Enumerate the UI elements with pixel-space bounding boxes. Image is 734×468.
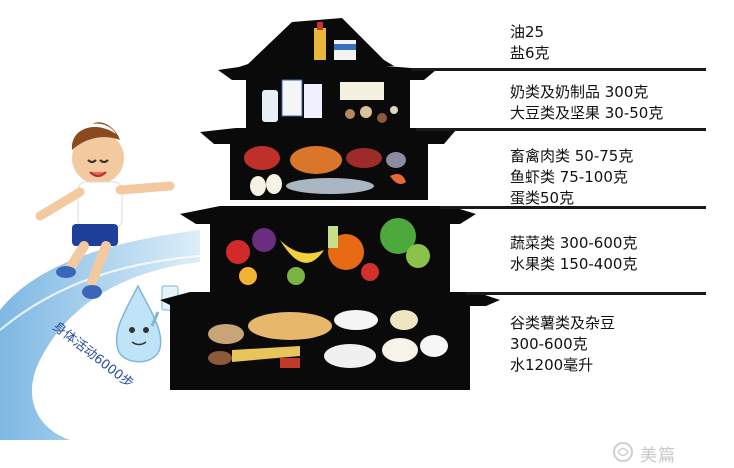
watermark-text: 美篇 <box>640 446 676 466</box>
label-meat: 畜禽肉类 50-75克 <box>510 147 634 165</box>
label-soy-nuts: 大豆类及坚果 30-50克 <box>510 104 664 122</box>
label-salt: 盐6克 <box>510 44 550 62</box>
label-vegetables: 蔬菜类 300-600克 <box>510 234 638 252</box>
watermark-logo-icon <box>613 442 633 462</box>
label-dairy: 奶类及奶制品 300克 <box>510 83 649 101</box>
running-boy <box>35 122 175 299</box>
vegetable-fruit-icon <box>226 218 430 285</box>
label-grains-amount: 300-600克 <box>510 335 588 353</box>
oil-bottle-icon <box>314 22 356 60</box>
label-water: 水1200毫升 <box>510 356 594 374</box>
label-egg: 蛋类50克 <box>510 189 575 207</box>
label-grains: 谷类薯类及杂豆 <box>510 314 616 332</box>
water-drop-character <box>115 284 179 363</box>
grains-and-water-icon <box>208 310 448 368</box>
tier-divider-lines <box>412 68 706 295</box>
serving-labels: 油25 盐6克 奶类及奶制品 300克 大豆类及坚果 30-50克 畜禽肉类 5… <box>510 0 734 468</box>
meat-fish-egg-icon <box>244 146 406 196</box>
label-fruit: 水果类 150-400克 <box>510 255 638 273</box>
dairy-and-nuts-icon <box>262 79 398 123</box>
label-fish: 鱼虾类 75-100克 <box>510 168 628 186</box>
label-oil: 油25 <box>510 23 545 41</box>
walking-path <box>0 230 200 440</box>
